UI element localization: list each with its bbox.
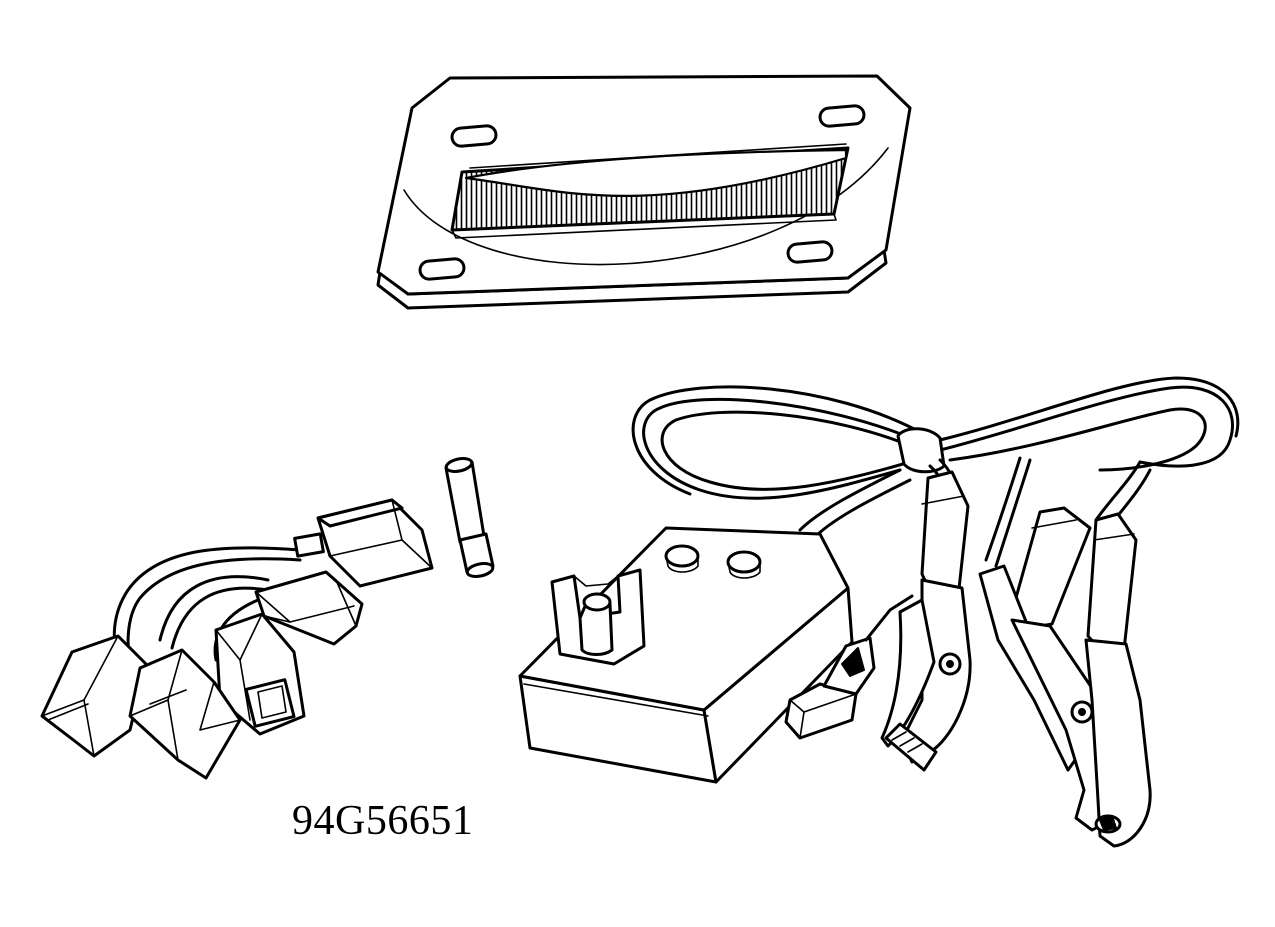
adapter-plate <box>378 76 910 308</box>
tester-box <box>520 528 852 782</box>
plate-slot <box>452 144 848 238</box>
lead-plug <box>786 596 912 738</box>
connector-harness <box>42 500 432 778</box>
cable-bundle <box>633 378 1238 566</box>
test-pin <box>445 456 494 578</box>
mounting-holes <box>419 105 864 280</box>
alligator-clip-right <box>1086 514 1150 846</box>
figure-reference-code: 94G56651 <box>292 798 474 844</box>
alligator-clip-left <box>882 472 970 770</box>
